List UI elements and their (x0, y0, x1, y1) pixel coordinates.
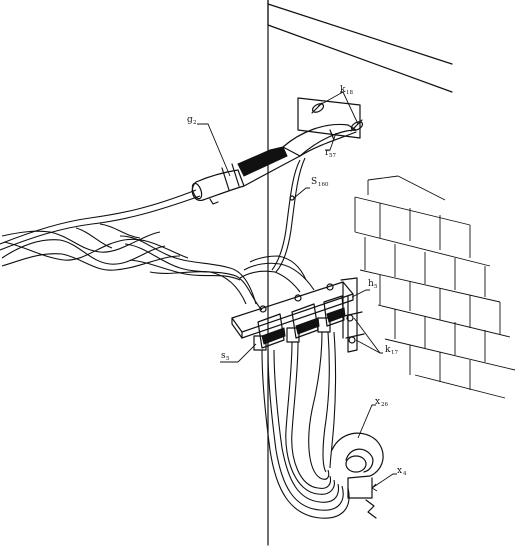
label-k18: k 18 (340, 85, 353, 96)
svg-text:57: 57 (329, 153, 336, 159)
svg-text:17: 17 (391, 350, 398, 356)
svg-text:g: g (187, 115, 193, 125)
svg-text:k: k (340, 85, 346, 95)
svg-text:160: 160 (318, 182, 329, 188)
conduit-bend (331, 432, 384, 519)
terminal-blocks (253, 295, 346, 351)
service-cable-loop (261, 331, 350, 519)
label-r57: r 57 (325, 148, 336, 159)
label-g2: g 2 (187, 115, 197, 126)
anchor-clamp (191, 146, 301, 205)
label-s5: s 5 (221, 351, 230, 362)
svg-text:18: 18 (346, 90, 353, 96)
svg-text:2: 2 (193, 120, 197, 126)
svg-text:s: s (221, 351, 226, 361)
svg-text:x: x (397, 466, 402, 476)
svg-text:k: k (385, 345, 391, 355)
svg-text:4: 4 (403, 471, 407, 477)
leader-lines (197, 91, 397, 492)
label-h5: h 5 (368, 279, 378, 290)
svg-text:h: h (368, 279, 374, 289)
svg-text:S: S (311, 177, 317, 187)
svg-text:x: x (375, 397, 380, 407)
svg-text:r: r (325, 148, 330, 158)
twisted-cable-bundle (0, 189, 315, 311)
svg-text:5: 5 (374, 284, 378, 290)
label-x26: x 26 (375, 397, 388, 408)
svg-text:26: 26 (381, 402, 388, 408)
wall-bracket-top (282, 97, 364, 157)
building-wall (267, 0, 453, 546)
label-k17: k 17 (385, 345, 398, 356)
svg-text:5: 5 (226, 356, 230, 362)
drop-cable (271, 157, 306, 273)
label-s160: S 160 (311, 177, 329, 188)
brick-wall-pattern (354, 175, 516, 399)
label-x4: x 4 (397, 466, 407, 477)
